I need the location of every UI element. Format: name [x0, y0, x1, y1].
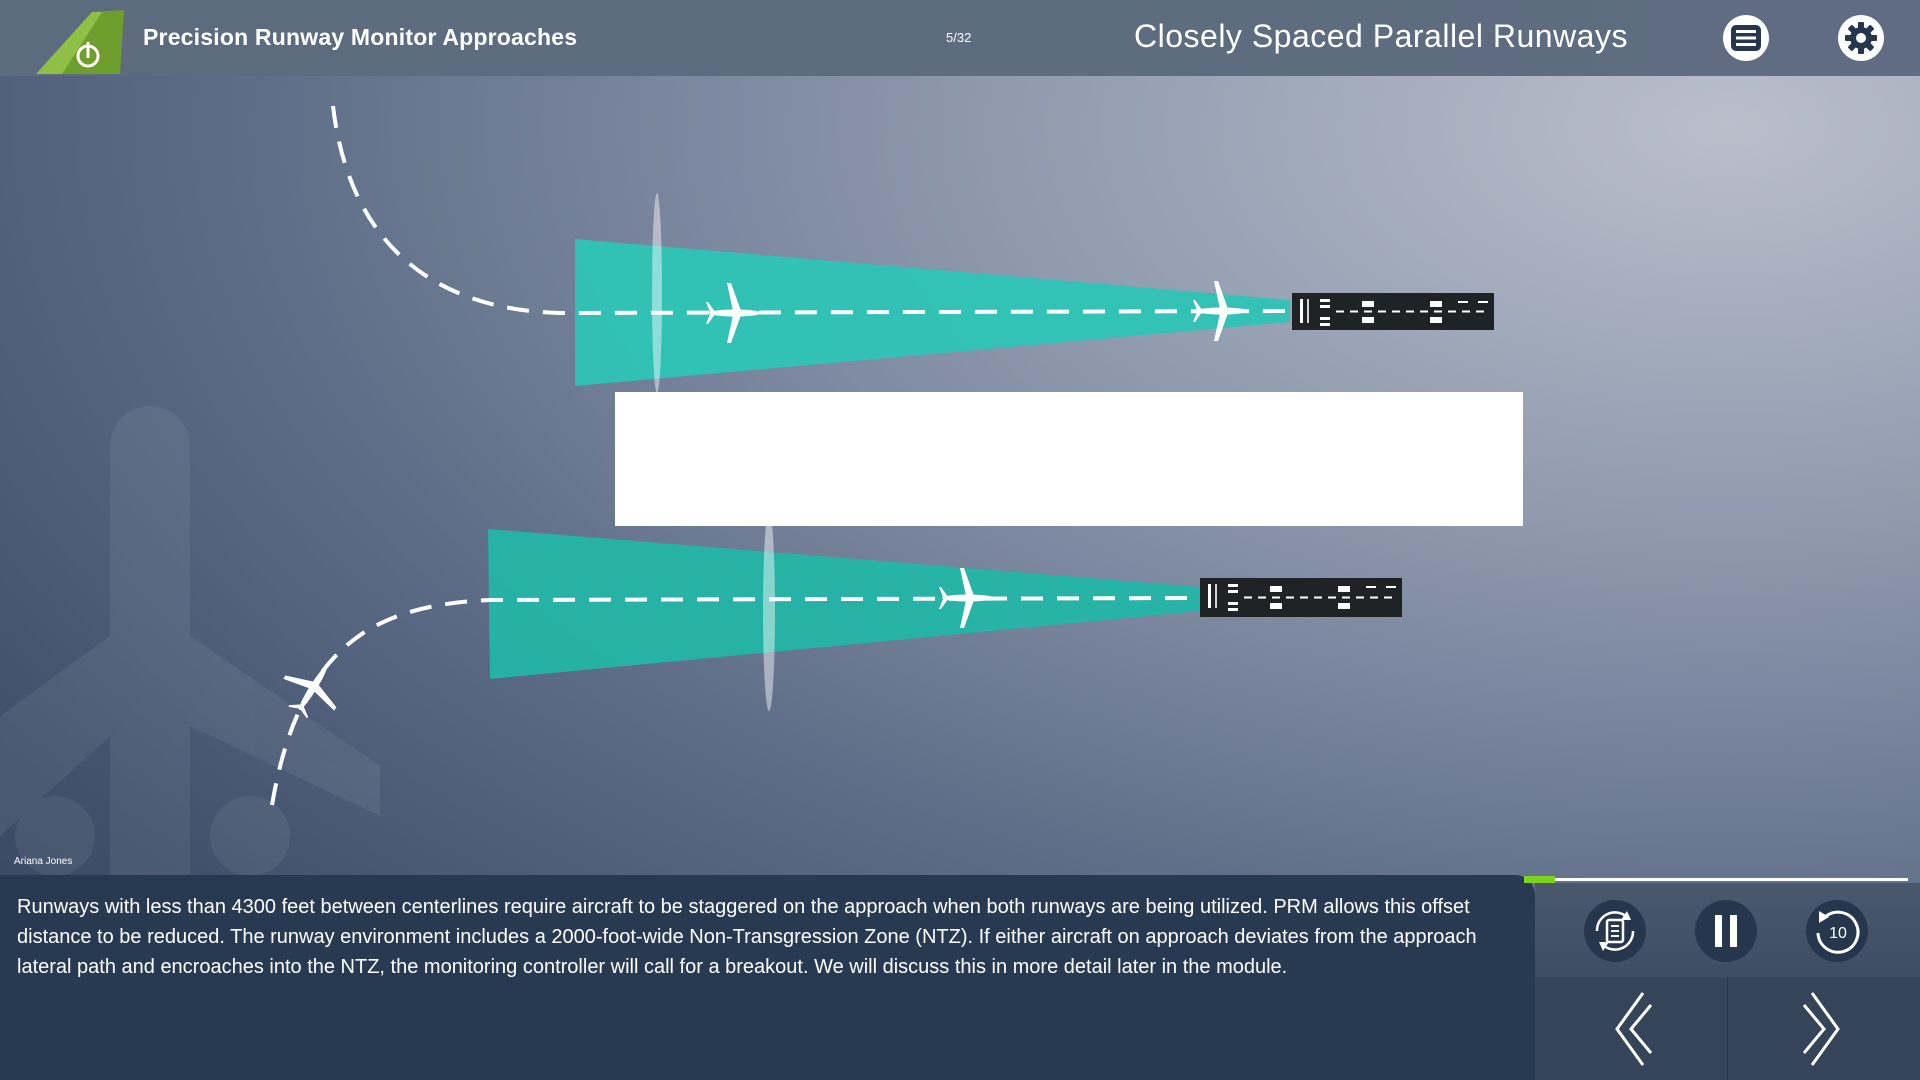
caption-panel: Runways with less than 4300 feet between…	[0, 875, 1535, 1080]
pause-icon	[1715, 915, 1737, 947]
transcript-button[interactable]	[1584, 900, 1646, 962]
lower-approach-cone	[488, 529, 1200, 679]
hamburger-menu-icon	[1731, 25, 1761, 51]
gear-icon	[1845, 22, 1877, 54]
rewind-10-button[interactable]: 10	[1806, 900, 1868, 962]
pause-button[interactable]	[1695, 900, 1757, 962]
upper-runway	[1292, 293, 1494, 330]
page-counter: 5/32	[946, 30, 972, 45]
parallel-runways-diagram	[270, 105, 1523, 806]
transcript-refresh-icon	[1595, 911, 1635, 951]
ntz-zone	[615, 392, 1523, 526]
menu-button[interactable]	[1723, 15, 1769, 61]
slide-title: Closely Spaced Parallel Runways	[1134, 18, 1628, 54]
progress-fill	[1524, 876, 1555, 883]
aircraft-lower-turning	[272, 650, 353, 729]
upper-approach-marker	[652, 193, 662, 393]
navigation-row	[1535, 977, 1920, 1080]
caption-text: Runways with less than 4300 feet between…	[17, 896, 1477, 978]
next-button[interactable]	[1728, 977, 1920, 1080]
media-controls-row: 10	[1535, 883, 1920, 977]
aircraft-tail-power-logo	[36, 10, 124, 74]
chevron-right-icon	[1802, 991, 1840, 1066]
lower-dashed-path	[270, 596, 1201, 806]
course-title: Precision Runway Monitor Approaches	[143, 24, 578, 50]
progress-bar[interactable]	[1524, 876, 1908, 883]
upper-dashed-path	[331, 105, 1291, 316]
aircraft-upper-near-runway	[1193, 281, 1248, 341]
rewind-seconds-label: 10	[1829, 925, 1847, 942]
playback-controls: 10	[1535, 883, 1920, 1080]
rewind-10-icon: 10	[1816, 910, 1860, 954]
lower-runway	[1200, 578, 1402, 617]
lower-approach-marker	[763, 511, 775, 711]
header-bar: Precision Runway Monitor Approaches 5/32…	[0, 0, 1920, 76]
settings-button[interactable]	[1838, 15, 1884, 61]
chevron-left-icon	[1615, 991, 1653, 1066]
narrator-name: Ariana Jones	[14, 856, 73, 867]
previous-button[interactable]	[1535, 977, 1728, 1080]
upper-approach-cone	[575, 239, 1290, 386]
